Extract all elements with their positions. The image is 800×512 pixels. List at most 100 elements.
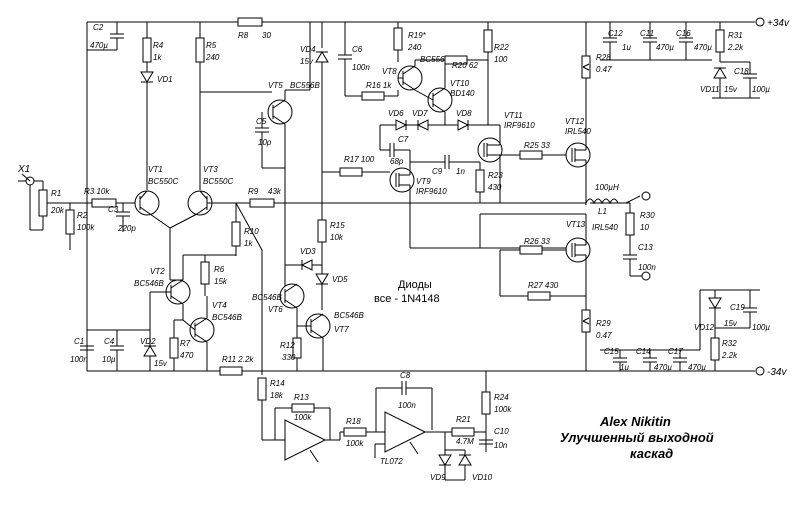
capacitor-c3: C3 220p (108, 203, 136, 233)
c12-label: C12 (608, 29, 623, 38)
c14-value: 470µ (654, 363, 672, 372)
vd1-label: VD1 (157, 75, 173, 84)
c6-value: 100n (352, 63, 370, 72)
resistor-r3: R3 10k (70, 187, 140, 208)
c19-value: 100µ (752, 323, 770, 332)
capacitor-c11: C11 470µ (640, 22, 674, 60)
capacitor-c10: C10 10n (479, 427, 509, 450)
r18-label: R18 (346, 417, 361, 426)
resistor-r26: R26 33 (500, 237, 566, 255)
tl072-label: TL072 (380, 457, 403, 466)
diode-vd7: VD7 (412, 109, 429, 131)
capacitor-c8: C8 100n (375, 371, 433, 432)
c4-value: 10µ (102, 355, 116, 364)
vd3-label: VD3 (300, 247, 316, 256)
vt6-type: BC546B (252, 293, 282, 302)
diode-vd3: VD3 (285, 247, 322, 271)
vt8-type: BC556B (420, 55, 450, 64)
resistor-r27: R27 430 (499, 250, 586, 301)
c2-label: C2 (93, 23, 104, 32)
vt11-label: VT11 (504, 111, 523, 120)
vt10-label: VT10 (450, 79, 470, 88)
resistor-r10: R10 1k (231, 203, 259, 256)
r6-label: R6 (214, 265, 225, 274)
c1-value: 100n (70, 355, 88, 364)
r8-label: R8 (238, 31, 249, 40)
r16-label: R16 1k (366, 81, 392, 90)
resistor-r17: R17 100 (322, 155, 390, 177)
r13-label: R13 (294, 393, 309, 402)
positive-rail: +34v (87, 17, 790, 29)
mosfet-vt9: VT9 IRF9610 (389, 150, 447, 248)
r15-label: R15 (330, 221, 345, 230)
title-block: Alex Nikitin Улучшенный выходной каскад (560, 414, 714, 461)
c17-label: C17 (668, 347, 683, 356)
c5-label: C5 (256, 117, 267, 126)
c18-value: 100µ (752, 85, 770, 94)
resistor-r6: R6 15k (182, 254, 236, 296)
resistor-r9: R9 43k (236, 187, 580, 208)
c8-value: 100n (398, 401, 416, 410)
r31-label: R31 (728, 31, 743, 40)
resistor-r28: R28 0.47 (581, 22, 612, 140)
r23-value: 430 (488, 183, 502, 192)
author-name: Alex Nikitin (599, 414, 671, 429)
r14-label: R14 (270, 379, 285, 388)
r12-label: R12 (280, 341, 295, 350)
resistor-r12: R12 330 (280, 330, 302, 371)
vt9-label: VT9 (416, 177, 431, 186)
c19-label: C19 (730, 303, 745, 312)
r15-value: 10k (330, 233, 344, 242)
r9-label: R9 (248, 187, 259, 196)
vt12-type: IRL540 (565, 127, 591, 136)
mosfet-vt11: VT11 IRF9610 (477, 111, 535, 172)
c16-label: C16 (676, 29, 691, 38)
transistor-vt2: VT2 BC546B (134, 267, 191, 330)
r6-value: 15k (214, 277, 228, 286)
transistor-vt3: VT3 BC550C (169, 165, 233, 229)
vd10-label: VD10 (472, 473, 493, 482)
c7-label: C7 (398, 135, 409, 144)
resistor-r2: R2 100k (47, 202, 95, 250)
r24-value: 100k (494, 405, 512, 414)
vt5-label: VT5 (268, 81, 283, 90)
vd11-label: VD11 (700, 85, 719, 94)
diode-vd10: VD10 (445, 449, 493, 482)
diode-vd1: VD1 (140, 71, 173, 92)
capacitor-c1: C1 100n (70, 330, 94, 364)
r22-value: 100 (494, 55, 508, 64)
r21-label: R21 (456, 415, 471, 424)
capacitor-c12: C12 1u (603, 22, 631, 60)
negative-rail: -34v (87, 366, 787, 378)
resistor-r13: R13 100k (274, 393, 331, 440)
transistor-vt6: BC546B VT6 (252, 283, 305, 330)
title-line2: каскад (630, 446, 673, 461)
transistor-vt8: VT8 BC556B (382, 55, 450, 91)
resistor-r22: R22 100 (483, 22, 509, 64)
capacitor-c7: C7 68p (380, 135, 410, 166)
neg-rail-label: -34v (767, 367, 787, 378)
vd2-value: 15v (154, 359, 168, 368)
resistor-r21: R21 4.7M (445, 415, 486, 446)
r14-value: 18k (270, 391, 284, 400)
capacitor-c5: C5 10p (255, 112, 285, 169)
capacitor-c19: C19 100µ (730, 290, 770, 332)
c3-label: C3 (108, 205, 119, 214)
input-connector-x1: X1 (17, 164, 43, 230)
resistor-r30: R30 10 (625, 203, 655, 255)
r7-label: R7 (180, 339, 191, 348)
resistor-r18: R18 100k (340, 417, 385, 448)
vt2-label: VT2 (150, 267, 165, 276)
c11-label: C11 (640, 29, 654, 38)
vt5-type: BC556B (290, 81, 320, 90)
vt13-label: VT13 (566, 220, 586, 229)
vd4-label: VD4 (300, 45, 316, 54)
c14-label: C14 (636, 347, 651, 356)
c18-label: C18 (734, 67, 749, 76)
vt9-type: IRF9610 (416, 187, 447, 196)
vt6-label: VT6 (268, 305, 283, 314)
vt4-label: VT4 (212, 301, 227, 310)
c9-label: C9 (432, 167, 443, 176)
r5-value: 240 (205, 53, 220, 62)
c15-label: C15 (604, 347, 619, 356)
